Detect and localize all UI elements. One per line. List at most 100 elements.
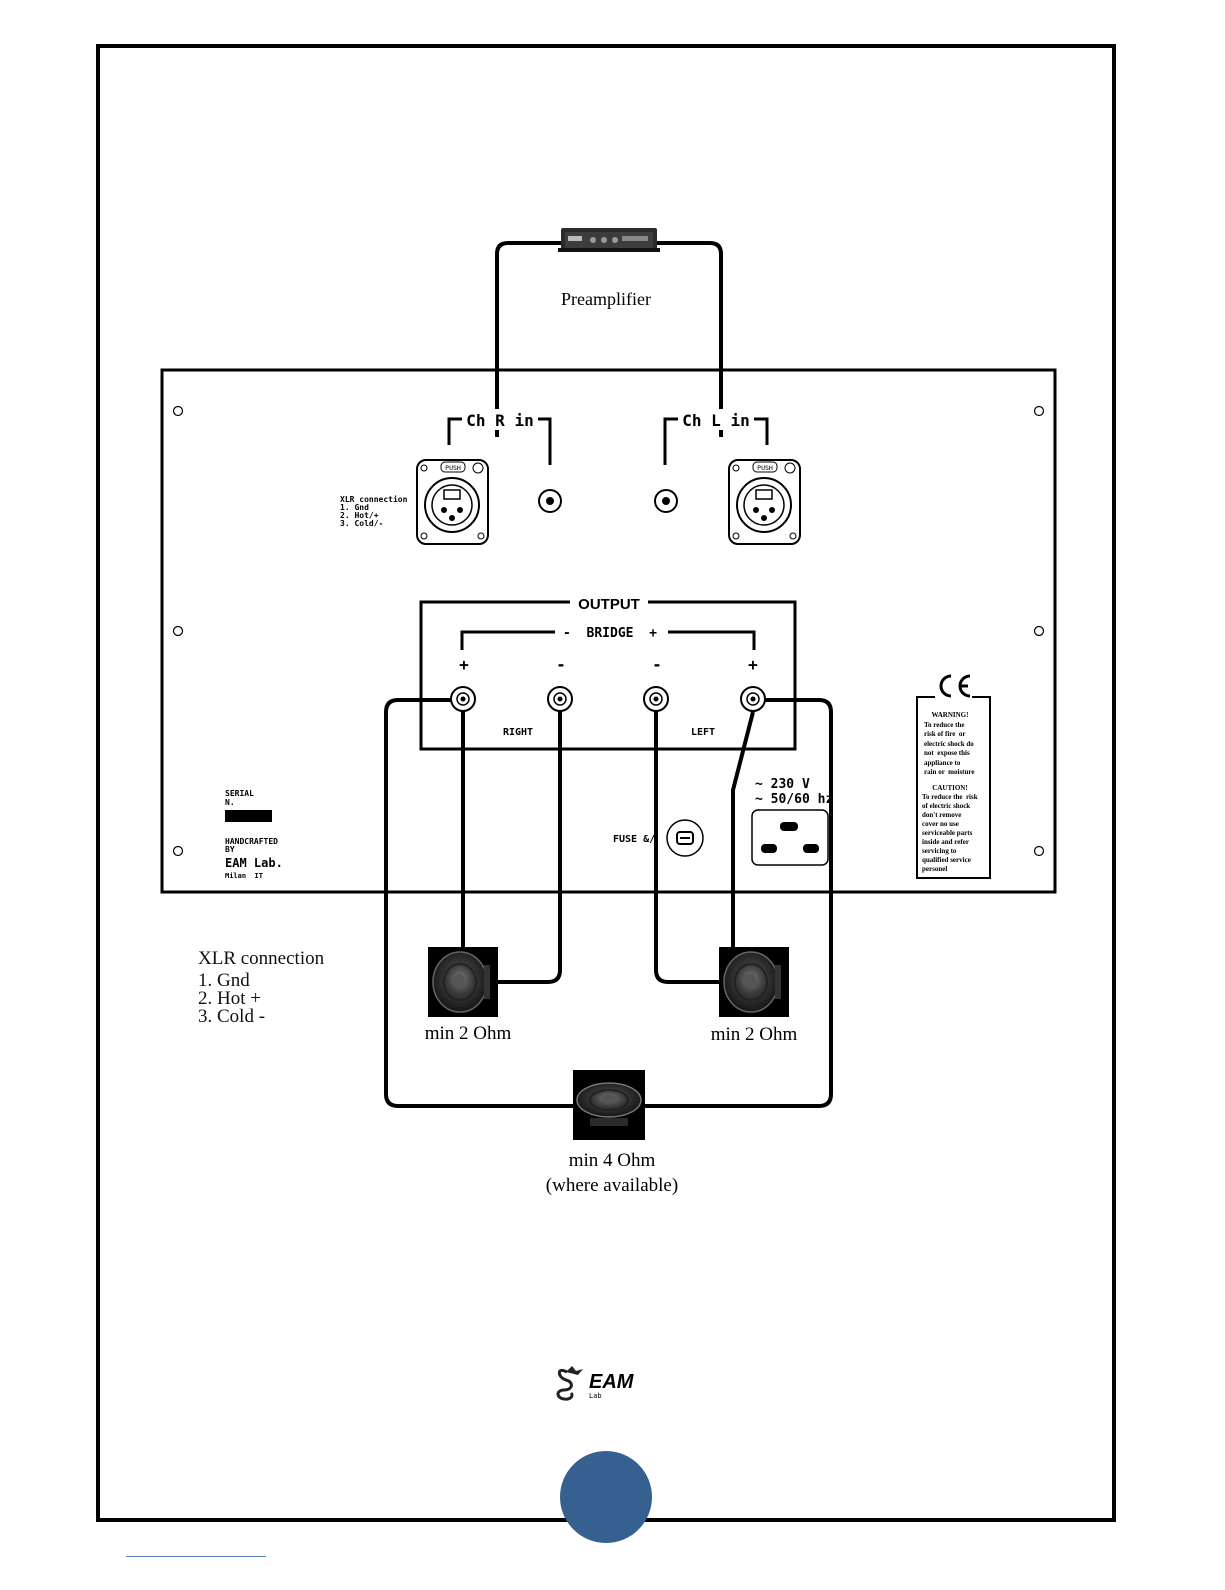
xlr-legend: XLR connection 1. Gnd 2. Hot + 3. Cold - bbox=[198, 948, 325, 1027]
xlr-input-r-icon[interactable] bbox=[416, 459, 489, 545]
warning-box bbox=[916, 696, 991, 879]
caution-line: cover no use bbox=[922, 820, 959, 828]
polarity-label: - bbox=[652, 655, 662, 674]
caution-line: serviceable parts bbox=[922, 829, 973, 837]
handcrafted-label: HANDCRAFTED bbox=[225, 837, 278, 846]
cable-ch-l bbox=[657, 241, 723, 432]
panel-xlr-legend: XLR connection 1. Gnd 2. Hot/+ 3. Cold/- bbox=[340, 494, 408, 528]
polarity-label: + bbox=[459, 655, 469, 674]
right-label: RIGHT bbox=[503, 727, 533, 738]
cable-left-minus bbox=[654, 710, 720, 984]
caution-title: CAUTION! bbox=[932, 784, 967, 792]
speaker-bridge-icon bbox=[573, 1070, 645, 1140]
warning-line: risk of fire or bbox=[924, 730, 965, 738]
fuse-label: FUSE &/ bbox=[613, 834, 655, 845]
ch-l-in-label: Ch L in bbox=[682, 411, 749, 430]
output-box bbox=[419, 600, 797, 751]
serial-title: SERIAL bbox=[225, 789, 254, 798]
speaker-right-icon bbox=[428, 947, 498, 1017]
screw-hole-icon bbox=[172, 405, 184, 417]
panel-xlr-title: XLR connection bbox=[340, 494, 408, 504]
bridge-bracket bbox=[460, 630, 756, 650]
screw-hole-icon bbox=[1033, 625, 1045, 637]
bridge-speaker-impedance: min 4 Ohm bbox=[569, 1150, 656, 1171]
cable-bridge-plus bbox=[384, 698, 575, 1108]
right-speaker-impedance: min 2 Ohm bbox=[425, 1023, 512, 1044]
polarity-label: + bbox=[748, 655, 758, 674]
warning-line: not expose this bbox=[924, 749, 970, 757]
eam-lab-logo: EAM Lab bbox=[556, 1366, 635, 1401]
binding-post-icon bbox=[740, 686, 766, 712]
push-label: PUSH bbox=[757, 464, 773, 472]
binding-post-icon bbox=[450, 686, 476, 712]
binding-posts[interactable] bbox=[450, 686, 766, 712]
left-label: LEFT bbox=[691, 727, 715, 738]
caution-line: of electric shock bbox=[922, 802, 970, 810]
serial-n: N. bbox=[225, 798, 235, 807]
ce-mark-icon bbox=[939, 674, 971, 698]
amp-rear-panel bbox=[160, 368, 1057, 894]
binding-post-icon bbox=[547, 686, 573, 712]
screw-hole-icon bbox=[172, 845, 184, 857]
polarity-label: - bbox=[556, 655, 566, 674]
maker-label: EAM Lab. bbox=[225, 856, 283, 870]
preamp-label: Preamplifier bbox=[561, 289, 651, 309]
xlr-input-l-icon[interactable] bbox=[728, 459, 801, 545]
fuse-holder-icon[interactable] bbox=[666, 819, 704, 857]
binding-post-icon bbox=[643, 686, 669, 712]
cable-left-plus bbox=[731, 711, 755, 950]
xlr-legend-line: 1. Gnd bbox=[198, 970, 250, 991]
warning-text: WARNING! To reduce the risk of fire or e… bbox=[922, 711, 978, 873]
xlr-legend-line: 3. Cold - bbox=[198, 1006, 266, 1027]
ch-r-in-label: Ch R in bbox=[466, 411, 533, 430]
screw-hole-icon bbox=[1033, 405, 1045, 417]
speaker-cables bbox=[384, 698, 833, 1108]
rca-input-l-icon[interactable] bbox=[654, 489, 678, 513]
rca-input-r-icon[interactable] bbox=[538, 489, 562, 513]
xlr-legend-line: 2. Hot + bbox=[198, 988, 261, 1009]
bridge-speaker-note: (where available) bbox=[546, 1175, 678, 1196]
xlr-legend-title: XLR connection bbox=[198, 948, 325, 969]
cable-ch-r bbox=[495, 241, 561, 432]
caution-line: To reduce the risk bbox=[922, 793, 978, 801]
page-frame bbox=[96, 44, 1116, 1522]
warning-line: appliance to bbox=[924, 759, 961, 767]
speaker-left-icon bbox=[719, 947, 789, 1017]
ch-l-bracket bbox=[663, 417, 769, 465]
logo-text: EAM bbox=[589, 1371, 635, 1393]
voltage-label: ~ 230 V bbox=[755, 777, 810, 792]
caution-line: personel bbox=[922, 865, 947, 873]
logo-sub: Lab bbox=[589, 1392, 602, 1400]
warning-title: WARNING! bbox=[932, 711, 969, 719]
panel-xlr-line: 2. Hot/+ bbox=[340, 511, 379, 520]
by-label: BY bbox=[225, 845, 235, 854]
bridge-label: - BRIDGE + bbox=[563, 626, 657, 641]
panel-screws bbox=[172, 405, 1045, 857]
cable-right-minus bbox=[498, 710, 562, 984]
warning-line: To reduce the bbox=[924, 721, 964, 729]
cable-bridge-minus bbox=[643, 698, 833, 1108]
warning-line: rain or moisture bbox=[924, 768, 975, 776]
iec-power-inlet-icon[interactable] bbox=[751, 809, 829, 866]
output-title: OUTPUT bbox=[578, 596, 640, 613]
caution-line: don't remove bbox=[922, 811, 961, 819]
panel-xlr-line: 3. Cold/- bbox=[340, 519, 383, 528]
frequency-label: ~ 50/60 hz bbox=[755, 792, 833, 807]
preamplifier-icon bbox=[558, 228, 660, 252]
left-speaker-impedance: min 2 Ohm bbox=[711, 1024, 798, 1045]
serial-number-box bbox=[225, 810, 272, 822]
screw-hole-icon bbox=[1033, 845, 1045, 857]
caution-line: inside and refer bbox=[922, 838, 969, 846]
panel-xlr-line: 1. Gnd bbox=[340, 503, 369, 512]
caution-line: qualified service bbox=[922, 856, 971, 864]
city-label: Milan IT bbox=[225, 872, 263, 880]
screw-hole-icon bbox=[172, 625, 184, 637]
warning-line: electric shock do bbox=[924, 740, 974, 748]
page-number-circle bbox=[560, 1451, 652, 1543]
bottom-rule bbox=[126, 1556, 266, 1557]
ch-r-bracket bbox=[447, 417, 552, 465]
push-label: PUSH bbox=[445, 464, 461, 472]
caution-line: servicing to bbox=[922, 847, 957, 855]
